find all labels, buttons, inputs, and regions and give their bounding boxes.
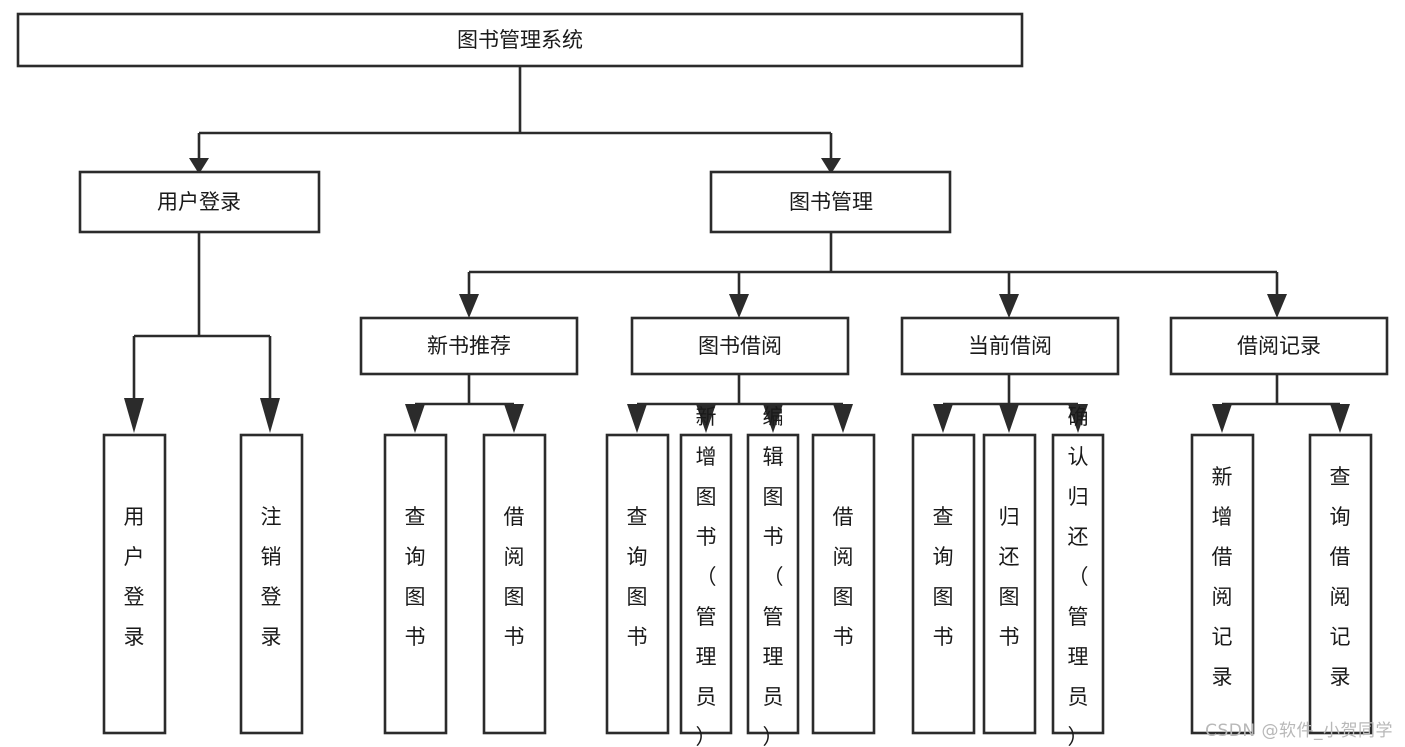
leaf-node-query-book-current[interactable]: 查询图书 [911, 433, 976, 735]
leaf-node-borrow-book-recommend-label: 借阅图书 [504, 505, 525, 649]
leaf-node-query-book-recommend-label: 查询图书 [405, 505, 426, 649]
leaf-node-add-borrow-record-label: 新增借阅记录 [1212, 465, 1233, 689]
node-user-login-box [78, 170, 321, 234]
arrow-head-new-book-recommend [459, 294, 479, 318]
arrow-head-leaf-add-record [1212, 404, 1232, 433]
leaf-node-edit-book[interactable]: 编辑图书（管理员） [746, 405, 800, 747]
leaf-node-query-book-borrow[interactable]: 查询图书 [605, 433, 670, 735]
leaf-node-edit-book-label: 编辑图书（管理员） [763, 405, 784, 747]
arrow-head-leaf-confirm-return [1068, 404, 1088, 433]
leaf-node-borrow-book-recommend-box [482, 433, 547, 735]
node-root-library-management-system[interactable]: 图书管理系统 [16, 12, 1024, 68]
connector-new-book-recommend-to-leaves [413, 374, 516, 412]
leaf-node-user-login[interactable]: 用户登录 [102, 433, 167, 735]
connector-user-login-to-leaves [132, 232, 272, 400]
leaf-node-user-login-label: 用户登录 [124, 505, 145, 649]
connector-borrow-record-to-leaves [1220, 374, 1342, 412]
leaf-node-confirm-return-label: 确认归还（管理员） [1068, 405, 1089, 747]
leaf-node-query-book-borrow-box [605, 433, 670, 735]
arrow-head-leaf-query-book-1 [405, 404, 425, 433]
arrow-head-leaf-query-record [1330, 404, 1350, 433]
leaf-node-return-book[interactable]: 归还图书 [982, 433, 1037, 735]
connector-layer [124, 66, 1350, 433]
node-user-login-label: 用户登录 [157, 190, 241, 214]
node-new-book-recommend[interactable]: 新书推荐 [359, 316, 579, 376]
node-borrow-record-box [1169, 316, 1389, 376]
arrow-head-book-management [821, 158, 841, 174]
arrow-head-leaf-logout [260, 398, 280, 433]
node-book-borrow[interactable]: 图书借阅 [630, 316, 850, 376]
leaf-node-return-book-box [982, 433, 1037, 735]
leaf-node-query-book-borrow-label: 查询图书 [627, 505, 648, 649]
arrow-head-leaf-query-book-2 [627, 404, 647, 433]
node-book-borrow-box [630, 316, 850, 376]
leaf-node-logout-label: 注销登录 [261, 505, 282, 649]
leaf-node-query-book-recommend-box [383, 433, 448, 735]
leaf-node-confirm-return[interactable]: 确认归还（管理员） [1051, 405, 1105, 747]
leaf-node-add-book-box [679, 433, 733, 735]
node-new-book-recommend-box [359, 316, 579, 376]
node-current-borrow-box [900, 316, 1120, 376]
arrow-head-leaf-return-book [999, 404, 1019, 433]
node-borrow-record-label: 借阅记录 [1237, 334, 1321, 358]
leaf-node-return-book-label: 归还图书 [999, 505, 1020, 649]
leaf-node-query-borrow-record-box [1308, 433, 1373, 735]
leaf-node-query-book-recommend[interactable]: 查询图书 [383, 433, 448, 735]
leaf-node-borrow-book-label: 借阅图书 [833, 505, 854, 649]
node-current-borrow-label: 当前借阅 [968, 334, 1052, 358]
leaf-node-add-borrow-record-box [1190, 433, 1255, 735]
leaf-node-borrow-book-box [811, 433, 876, 735]
node-book-management-box [709, 170, 952, 234]
node-borrow-record[interactable]: 借阅记录 [1169, 316, 1389, 376]
node-new-book-recommend-label: 新书推荐 [427, 334, 511, 358]
arrow-head-borrow-record [1267, 294, 1287, 318]
node-root-label: 图书管理系统 [457, 28, 583, 52]
arrow-head-leaf-add-book [696, 404, 716, 433]
arrow-head-current-borrow [999, 294, 1019, 318]
leaf-node-query-book-current-label: 查询图书 [933, 505, 954, 649]
arrow-head-leaf-borrow-book-2 [833, 404, 853, 433]
leaf-node-add-borrow-record[interactable]: 新增借阅记录 [1190, 433, 1255, 735]
leaf-node-user-login-box [102, 433, 167, 735]
arrow-head-leaf-query-book-3 [933, 404, 953, 433]
leaf-node-logout-box [239, 433, 304, 735]
node-root-box [16, 12, 1024, 68]
leaf-node-confirm-return-box [1051, 433, 1105, 735]
connector-root-to-level1 [197, 66, 833, 160]
arrow-head-leaf-edit-book [763, 404, 783, 433]
connector-book-management-to-level2 [467, 232, 1279, 296]
leaf-node-logout[interactable]: 注销登录 [239, 433, 304, 735]
leaf-node-edit-book-box [746, 433, 800, 735]
node-book-management-label: 图书管理 [789, 190, 873, 214]
node-book-borrow-label: 图书借阅 [698, 334, 782, 358]
node-book-management[interactable]: 图书管理 [709, 170, 952, 234]
leaf-node-borrow-book-recommend[interactable]: 借阅图书 [482, 433, 547, 735]
arrow-head-leaf-borrow-book-1 [504, 404, 524, 433]
arrow-head-leaf-user-login [124, 398, 144, 433]
leaf-node-borrow-book[interactable]: 借阅图书 [811, 433, 876, 735]
leaf-node-add-book-label: 新增图书（管理员） [696, 405, 717, 747]
leaf-node-query-borrow-record-label: 查询借阅记录 [1330, 465, 1351, 689]
node-user-login[interactable]: 用户登录 [78, 170, 321, 234]
leaf-node-query-borrow-record[interactable]: 查询借阅记录 [1308, 433, 1373, 735]
arrow-head-user-login [189, 158, 209, 174]
connector-book-borrow-to-leaves [635, 374, 845, 412]
leaf-node-query-book-current-box [911, 433, 976, 735]
node-current-borrow[interactable]: 当前借阅 [900, 316, 1120, 376]
leaf-node-add-book[interactable]: 新增图书（管理员） [679, 405, 733, 747]
arrow-head-book-borrow [729, 294, 749, 318]
